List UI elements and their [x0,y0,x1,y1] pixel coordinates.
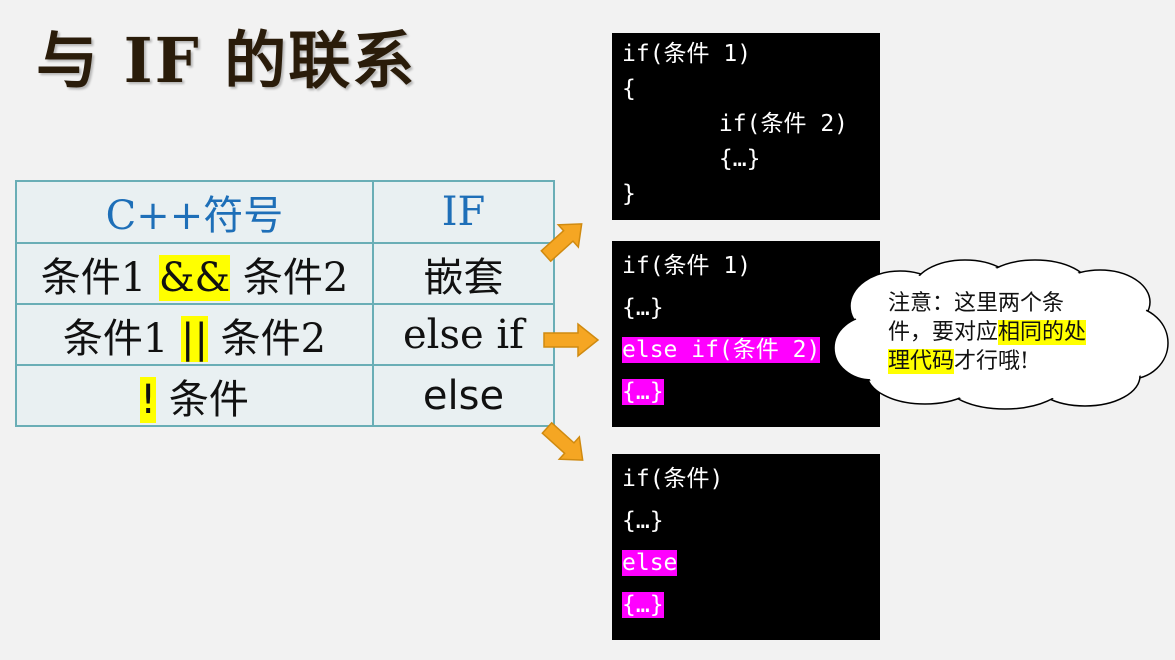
header-if: IF [372,180,555,244]
code-line: if(条件) [622,466,724,492]
condition-text: 条件1 [62,315,182,362]
table-row: 条件1 && 条件2 嵌套 [15,242,555,305]
arrow-up-right-icon [540,223,583,263]
condition-text: 条件2 [230,254,349,301]
cpp-symbol-cell: ! 条件 [15,364,374,427]
table-row: ! 条件 else [15,364,555,427]
code-block-else-if: if(条件 1) {…} else if(条件 2) {…} [612,241,880,427]
if-equivalent-cell: else [372,364,555,427]
condition-text: 条件1 [40,254,159,301]
operator-not: ! [140,376,157,423]
arrow-right-icon [543,322,600,358]
code-line: {…} [622,146,761,172]
code-line: {…} [622,508,664,534]
cpp-symbol-cell: 条件1 || 条件2 [15,303,374,366]
code-line-highlighted: else [622,550,678,576]
if-equivalent-cell: else if [372,303,555,366]
operator-if-table: C++符号 IF 条件1 && 条件2 嵌套 条件1 || 条件2 else i… [15,180,555,427]
note-text-part: 注意：这里两个条件，要对应 [888,291,1065,345]
page-title: 与 IF 的联系 [36,24,417,97]
code-line: if(条件 1) [622,253,752,279]
code-line-highlighted: else if(条件 2) [622,337,821,363]
condition-text: 条件 [156,376,249,423]
note-text: 注意：这里两个条件，要对应相同的处理代码才行哦! [888,289,1093,376]
code-line-highlighted: {…} [622,379,664,405]
operator-and: && [158,254,231,301]
code-line: { [622,76,636,102]
table-header-row: C++符号 IF [15,180,555,244]
code-line: if(条件 1) [622,41,752,67]
header-cpp-symbol: C++符号 [15,180,374,244]
table-row: 条件1 || 条件2 else if [15,303,555,366]
code-line: if(条件 2) [622,111,849,137]
cpp-symbol-cell: 条件1 && 条件2 [15,242,374,305]
note-text-part: 才行哦! [954,349,1029,374]
condition-text: 条件2 [207,315,327,362]
code-line: } [622,181,636,207]
arrow-down-right-icon [541,421,584,461]
if-equivalent-cell: 嵌套 [372,242,555,305]
code-line: {…} [622,295,664,321]
code-block-else: if(条件) {…} else {…} [612,454,880,640]
operator-or: || [181,315,208,362]
code-block-nested: if(条件 1) { if(条件 2) {…} } [612,33,880,220]
code-line-highlighted: {…} [622,592,664,618]
